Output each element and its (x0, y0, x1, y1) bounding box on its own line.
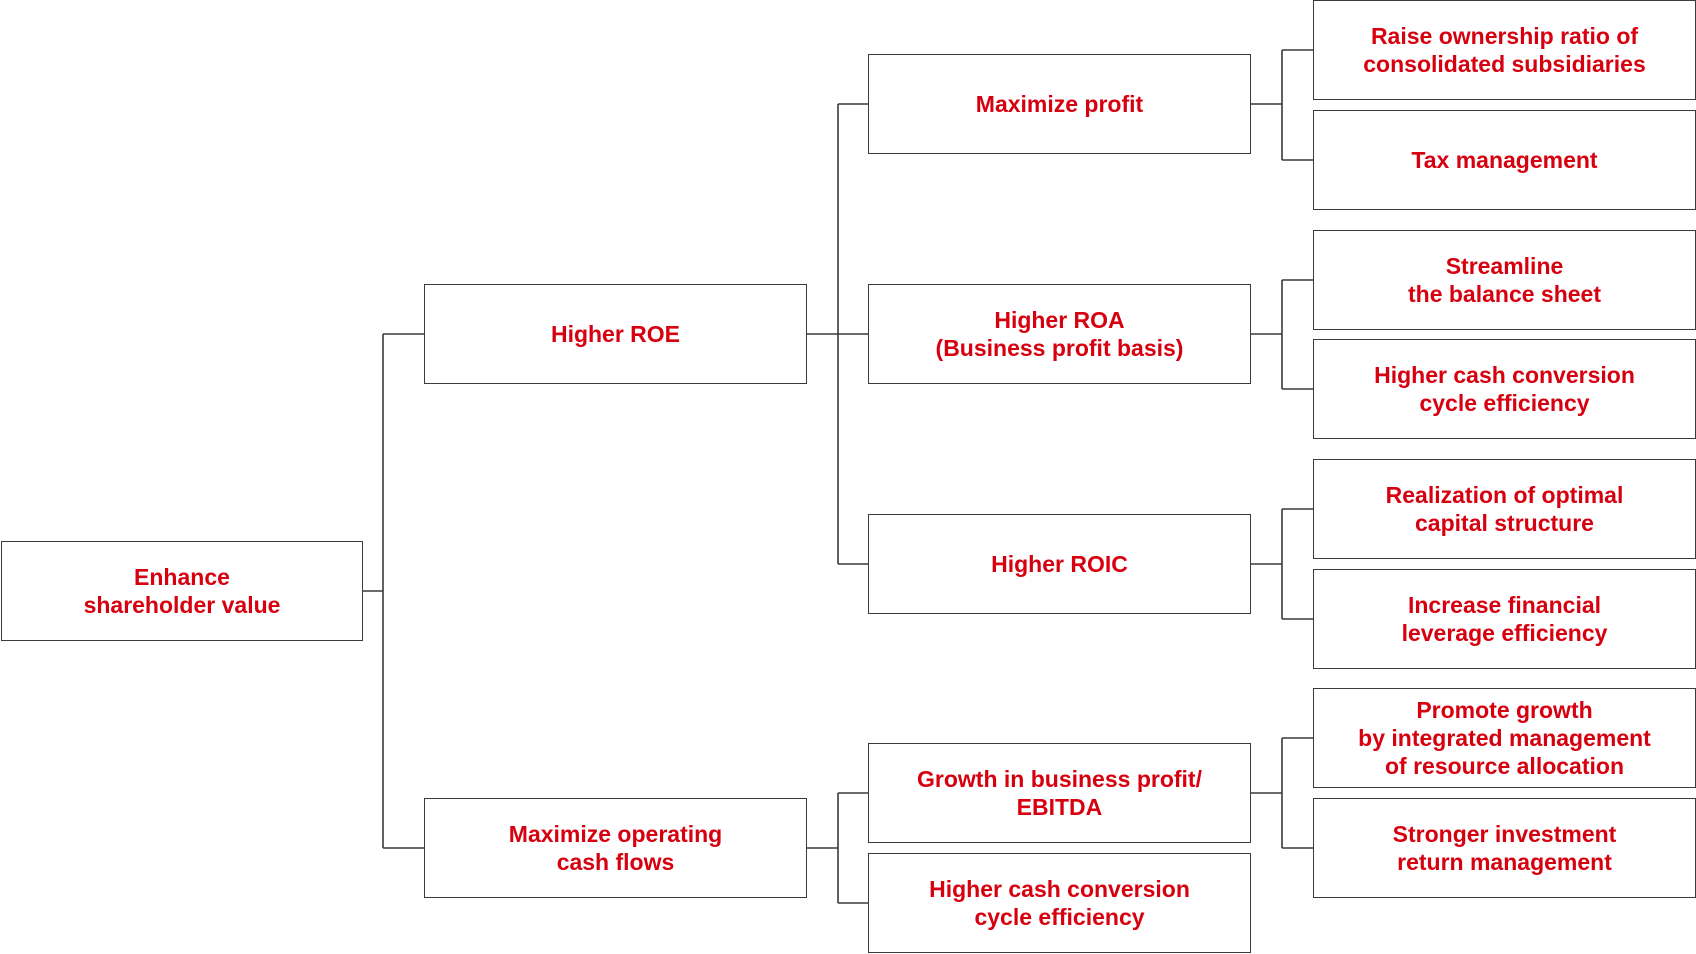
node-higher-cash-conversion-cycle-efficiency-mid: Higher cash conversion cycle efficiency (868, 853, 1251, 953)
node-streamline-balance-sheet: Streamline the balance sheet (1313, 230, 1696, 330)
node-financial-leverage-efficiency: Increase financial leverage efficiency (1313, 569, 1696, 669)
node-enhance-shareholder-value: Enhance shareholder value (1, 541, 363, 641)
node-growth-in-business-profit-ebitda: Growth in business profit/ EBITDA (868, 743, 1251, 843)
node-maximize-profit: Maximize profit (868, 54, 1251, 154)
node-investment-return-management: Stronger investment return management (1313, 798, 1696, 898)
node-tax-management: Tax management (1313, 110, 1696, 210)
node-higher-cash-conversion-cycle-efficiency-leaf: Higher cash conversion cycle efficiency (1313, 339, 1696, 439)
node-maximize-operating-cash-flows: Maximize operating cash flows (424, 798, 807, 898)
node-higher-roic: Higher ROIC (868, 514, 1251, 614)
node-promote-growth: Promote growth by integrated management … (1313, 688, 1696, 788)
node-optimal-capital-structure: Realization of optimal capital structure (1313, 459, 1696, 559)
node-higher-roe: Higher ROE (424, 284, 807, 384)
node-raise-ownership-ratio: Raise ownership ratio of consolidated su… (1313, 0, 1696, 100)
node-higher-roa: Higher ROA (Business profit basis) (868, 284, 1251, 384)
